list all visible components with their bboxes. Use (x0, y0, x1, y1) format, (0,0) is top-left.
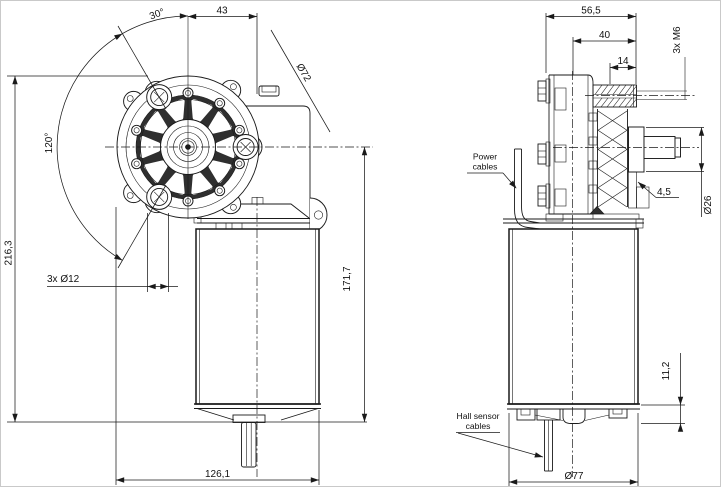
label-hall-cables: Hall sensor cables (456, 411, 544, 460)
dim-30deg: 30° (148, 7, 166, 23)
dim-motor-height-171: 171,7 (342, 147, 368, 422)
dim-171-text: 171,7 (342, 266, 353, 291)
dim-mount-holes-3x12: 3x Ø12 (47, 213, 178, 292)
power-cables-line1: Power (473, 152, 497, 162)
hatch-bottom (594, 97, 637, 108)
threaded-boss (592, 84, 637, 108)
side-view (503, 57, 699, 477)
power-cables-line2: cables (473, 162, 498, 172)
label-thread-m6: 3x M6 (672, 26, 683, 54)
dim-45-text: 4,5 (657, 187, 671, 198)
dim-112-text: 11,2 (661, 361, 672, 380)
dim-120deg: 120° (44, 133, 55, 154)
dim-bolt-angle-30: 30° 120° (44, 7, 189, 269)
dim-bolt-circle-72: Ø72 (270, 29, 331, 133)
hall-cables-line2: cables (466, 421, 491, 431)
dim-step-45: 4,5 (636, 179, 679, 198)
spoke-gaps (140, 99, 236, 195)
label-power-cables: Power cables (467, 152, 519, 191)
dim-overall-depth-565: 56,5 (545, 6, 637, 84)
dim-565-text: 56,5 (581, 6, 601, 17)
dim-motor-dia-77: Ø77 (508, 413, 639, 486)
dim-216-text: 216,3 (4, 240, 15, 265)
label-m6-text: 3x M6 (672, 26, 683, 54)
dim-26-text: Ø26 (703, 195, 714, 214)
dim-output-boss-26: Ø26 (646, 127, 714, 217)
dim-14-text: 14 (617, 56, 629, 67)
mount-bolts (537, 78, 567, 209)
dim-boss-depth-40: 40 (572, 30, 636, 75)
dim-40-text: 40 (599, 30, 611, 41)
dim-126-text: 126,1 (205, 469, 230, 480)
front-view-housing (193, 85, 328, 468)
worm-gear (588, 109, 628, 208)
dim-boss-length-14: 14 (609, 56, 636, 84)
front-view-centerlines (105, 16, 373, 477)
dim-43-text: 43 (216, 6, 228, 17)
dim-43: 43 (188, 6, 258, 94)
hall-cables-line1: Hall sensor (457, 411, 500, 421)
label-3x12-text: 3x Ø12 (47, 274, 80, 285)
dim-overall-height-216: 216,3 (4, 75, 367, 423)
dim-overall-width-126: 126,1 (115, 207, 320, 485)
dim-rear-cap-112: 11,2 (641, 353, 685, 432)
dim-77-text: Ø77 (565, 471, 584, 482)
hatch-top (594, 84, 637, 95)
dim-72-text: Ø72 (294, 62, 313, 84)
